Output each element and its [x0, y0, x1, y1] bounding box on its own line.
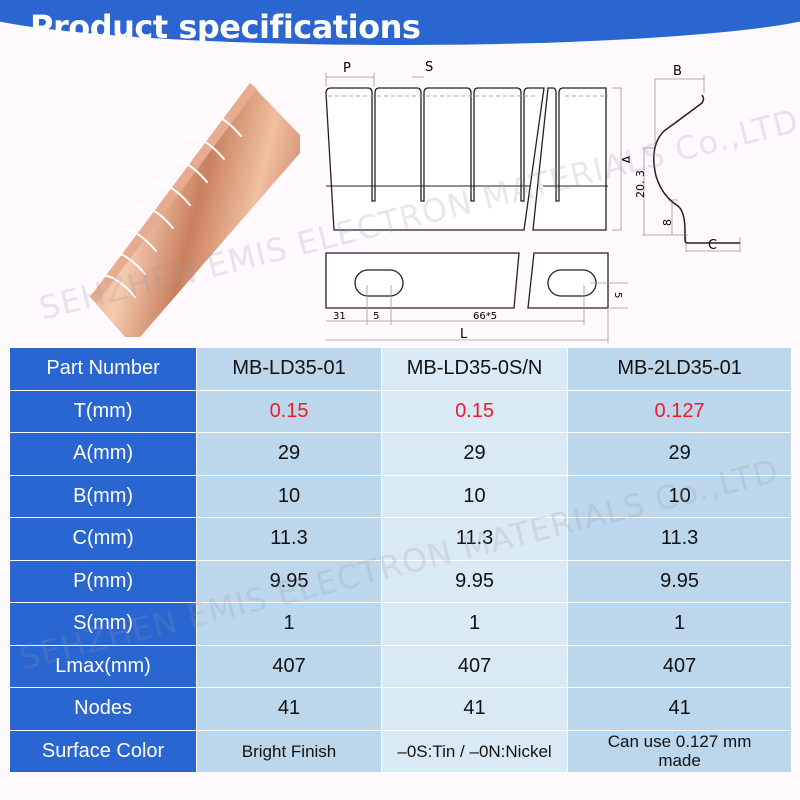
table-row: Part Number MB-LD35-01 MB-LD35-0S/N MB-2…: [8, 347, 792, 391]
svg-text:66*5: 66*5: [473, 311, 497, 322]
table-cell: 1: [196, 602, 382, 646]
table-row: P(mm) 9.95 9.95 9.95: [8, 559, 792, 603]
svg-text:5: 5: [612, 292, 623, 298]
svg-text:20. 3: 20. 3: [634, 170, 647, 198]
figure-area: P S A: [0, 50, 800, 343]
table-cell: Can use 0.127 mm made: [567, 729, 792, 773]
table-cell: 41: [380, 687, 569, 731]
row-label: C(mm): [8, 517, 198, 561]
table-cell: 0.15: [380, 389, 569, 433]
table-row: B(mm) 10 10 10: [8, 474, 792, 518]
bottom-view-drawing: 31 5 66*5 L 5: [325, 252, 628, 343]
svg-text:S: S: [425, 60, 433, 75]
table-cell: Bright Finish: [196, 729, 382, 773]
table-cell: 10: [567, 474, 792, 518]
row-label: Nodes: [8, 687, 198, 731]
spec-table: Part Number MB-LD35-01 MB-LD35-0S/N MB-2…: [8, 347, 792, 773]
table-cell: MB-LD35-0S/N: [380, 347, 569, 391]
table-cell: 9.95: [196, 559, 382, 603]
page-title: Product specifications: [30, 8, 421, 46]
table-row: S(mm) 1 1 1: [8, 602, 792, 646]
table-cell: 11.3: [380, 517, 569, 561]
table-row: Nodes 41 41 41: [8, 687, 792, 731]
row-label: Lmax(mm): [8, 644, 198, 688]
table-cell: 1: [380, 602, 569, 646]
table-cell: 407: [567, 644, 792, 688]
svg-text:8: 8: [661, 219, 674, 226]
svg-text:P: P: [343, 61, 351, 76]
table-cell: MB-2LD35-01: [567, 347, 792, 391]
row-label: Surface Color: [8, 729, 198, 773]
row-label: T(mm): [8, 389, 198, 433]
table-cell: –0S:Tin / –0N:Nickel: [380, 729, 569, 773]
row-label: A(mm): [8, 432, 198, 476]
table-cell: 41: [196, 687, 382, 731]
table-cell: 0.127: [567, 389, 792, 433]
table-cell: 9.95: [567, 559, 792, 603]
table-cell: 29: [567, 432, 792, 476]
svg-text:L: L: [460, 327, 468, 342]
table-cell: 29: [196, 432, 382, 476]
table-cell: 407: [380, 644, 569, 688]
table-row: A(mm) 29 29 29: [8, 432, 792, 476]
row-label: S(mm): [8, 602, 198, 646]
table-cell: 407: [196, 644, 382, 688]
table-cell: 9.95: [380, 559, 569, 603]
product-photo: [90, 83, 300, 337]
table-cell: 0.15: [196, 389, 382, 433]
svg-text:5: 5: [373, 311, 379, 322]
table-cell: 29: [380, 432, 569, 476]
row-label: P(mm): [8, 559, 198, 603]
table-cell: 11.3: [567, 517, 792, 561]
table-cell: 41: [567, 687, 792, 731]
table-row: T(mm) 0.15 0.15 0.127: [8, 389, 792, 433]
table-cell: 10: [196, 474, 382, 518]
side-profile-drawing: B 20. 3 8 C: [634, 64, 741, 253]
row-label: B(mm): [8, 474, 198, 518]
table-cell: 1: [567, 602, 792, 646]
table-row: Lmax(mm) 407 407 407: [8, 644, 792, 688]
svg-text:B: B: [673, 64, 682, 79]
table-cell: 11.3: [196, 517, 382, 561]
table-cell: MB-LD35-01: [196, 347, 382, 391]
svg-text:31: 31: [333, 311, 346, 322]
svg-text:C: C: [708, 238, 717, 253]
table-cell: 10: [380, 474, 569, 518]
table-row: C(mm) 11.3 11.3 11.3: [8, 517, 792, 561]
row-label: Part Number: [8, 347, 198, 391]
table-row: Surface Color Bright Finish –0S:Tin / –0…: [8, 729, 792, 773]
front-view-drawing: P S A: [325, 60, 630, 231]
svg-text:A: A: [621, 155, 630, 164]
